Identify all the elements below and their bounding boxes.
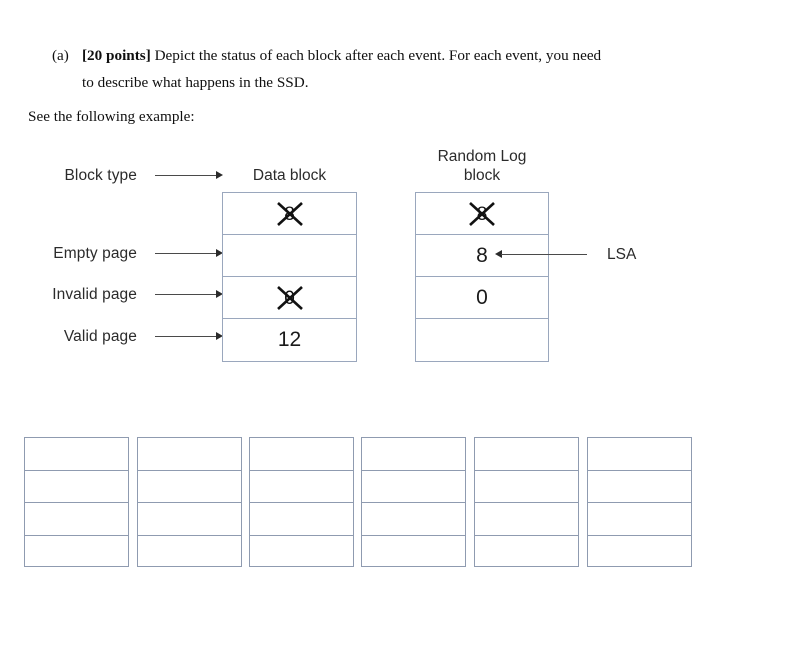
random-log-block-cell-2: 0 [416,277,548,319]
arrow-line-lsa [501,254,587,255]
answer-block-row[interactable] [362,536,465,569]
question-line-1: Depict the status of each block after ea… [150,47,602,64]
data-block-cell-1 [223,235,356,277]
answer-block-row[interactable] [362,438,465,471]
arrow-line-block-type [155,175,217,176]
data-block-cell-0-value: 8 [284,203,295,225]
arrow-head-invalid-page [216,290,223,298]
arrow-line-empty-page [155,253,217,254]
answer-block-row[interactable] [475,536,578,569]
data-block-title: Data block [252,167,327,184]
random-log-block-cell-1-value: 8 [476,243,488,267]
answer-block-row[interactable] [362,503,465,536]
answer-block-row[interactable] [588,536,691,569]
lsa-label: LSA [607,246,637,263]
answer-block-row[interactable] [25,536,128,569]
question-marker: (a) [52,47,69,64]
answer-block-row[interactable] [25,471,128,503]
arrow-line-valid-page [155,336,217,337]
answer-block[interactable] [249,437,354,567]
legend-label-valid-page: Valid page [63,328,137,345]
answer-block-row[interactable] [475,471,578,503]
arrow-line-invalid-page [155,294,217,295]
answer-block-row[interactable] [138,503,241,536]
answer-block-row[interactable] [250,438,353,471]
answer-block[interactable] [361,437,466,567]
question-points: [20 points] [82,47,151,64]
legend-label-empty-page: Empty page [53,245,137,262]
invalid-page-mark: 8 [275,199,305,229]
answer-block[interactable] [474,437,579,567]
legend-label-block-type: Block type [64,167,137,184]
random-log-block-cell-1: 8 [416,235,548,277]
answer-block-row[interactable] [25,438,128,471]
question-line-2: to describe what happens in the SSD. [82,74,309,91]
see-example-text: See the following example: [28,108,195,125]
legend-label-invalid-page: Invalid page [52,286,137,303]
answer-block[interactable] [587,437,692,567]
answer-block-row[interactable] [588,503,691,536]
answer-block-row[interactable] [588,438,691,471]
random-log-block-title-line-2: block [463,167,501,184]
question-text: (a) [20 points] Depict the status of each… [52,42,752,96]
answer-block-row[interactable] [362,471,465,503]
random-log-block: 8 8 0 [415,192,549,362]
answer-block-row[interactable] [138,536,241,569]
answer-block[interactable] [137,437,242,567]
random-log-block-title-line-1: Random Log [437,148,527,165]
answer-block-row[interactable] [250,536,353,569]
random-log-block-cell-0: 8 [416,193,548,235]
random-log-block-cell-2-value: 0 [476,285,488,309]
answer-block-row[interactable] [588,471,691,503]
data-block-cell-2: 0 [223,277,356,319]
answer-block-row[interactable] [475,503,578,536]
arrow-head-block-type [216,171,223,179]
answer-block-row[interactable] [138,471,241,503]
data-block-cell-3-value: 12 [277,328,302,351]
answer-block-row[interactable] [25,503,128,536]
answer-block-row[interactable] [138,438,241,471]
random-log-block-cell-3 [416,319,548,361]
answer-block[interactable] [24,437,129,567]
random-log-block-title: Random Log block [415,147,549,185]
data-block: 8 0 12 [222,192,357,362]
arrow-head-valid-page [216,332,223,340]
answer-block-row[interactable] [250,471,353,503]
answer-block-row[interactable] [475,438,578,471]
invalid-page-mark: 8 [467,199,497,229]
data-block-cell-3: 12 [223,319,356,361]
arrow-head-lsa [495,250,502,258]
data-block-cell-2-value: 0 [284,287,295,309]
random-log-block-cell-0-value: 8 [476,203,488,225]
arrow-head-empty-page [216,249,223,257]
data-block-cell-0: 8 [223,193,356,235]
invalid-page-mark: 0 [275,283,305,313]
answer-block-row[interactable] [250,503,353,536]
